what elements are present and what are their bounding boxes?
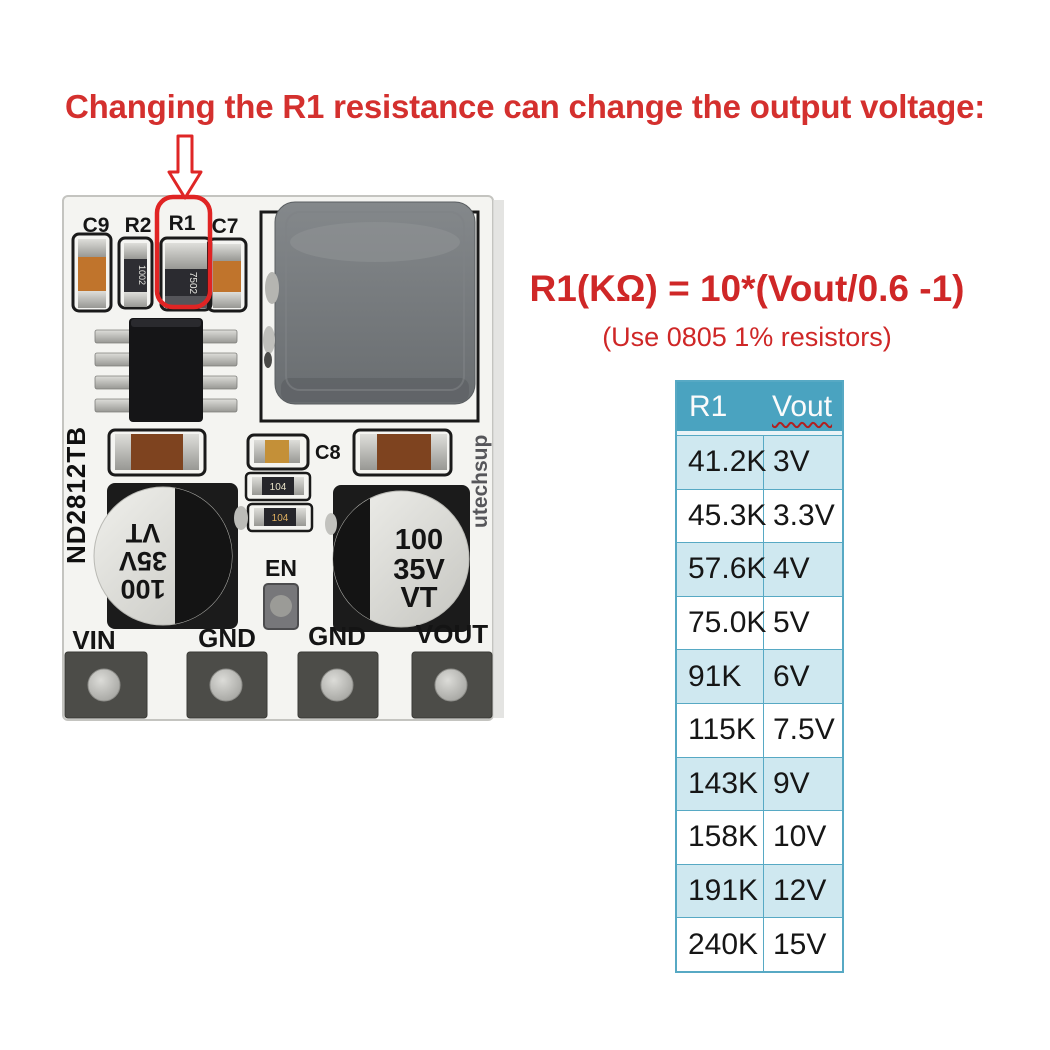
solder-blob: [265, 272, 279, 304]
solder-blob: [263, 326, 275, 354]
table-cell-r1: 240K: [677, 918, 764, 971]
silkscreen-en-label: EN: [265, 555, 297, 581]
silkscreen-c8-label: C8: [315, 442, 341, 464]
table-header-r1: R1: [689, 389, 728, 423]
capacitor-c9: [78, 239, 106, 308]
cap-left-line2: 35V: [119, 546, 167, 576]
down-arrow-icon: [167, 134, 203, 200]
formula-main: R1(KΩ) = 10*(Vout/0.6 -1): [529, 268, 965, 309]
photo-edge-shade: [493, 200, 504, 718]
table-cell-r1: 191K: [677, 864, 764, 918]
solder-smudge: [264, 352, 272, 368]
table-cell-vout: 12V: [773, 874, 827, 908]
inductor: [259, 201, 480, 423]
pin-label-vin: VIN: [72, 625, 115, 655]
table-cell-r1: 91K: [677, 650, 764, 703]
table-cell-r1: 75.0K: [677, 596, 766, 650]
table-cell-r1: 41.2K: [677, 436, 766, 489]
r1-code: 7502: [187, 272, 198, 295]
mid-capacitor-left: [107, 428, 207, 477]
cap-right-line1: 100: [395, 524, 443, 556]
table-cell-vout: 9V: [773, 766, 810, 800]
resistor-code: 104: [270, 482, 287, 493]
pin-label-vout: VOUT: [416, 619, 488, 649]
pin-label-gnd2: GND: [308, 621, 366, 651]
electrolytic-cap-right: 100 35V VT: [332, 485, 470, 632]
cap-right-line2: 35V: [393, 554, 445, 586]
table-cell-vout: 4V: [773, 552, 810, 586]
pcb-photo: C9 R2 R1 C7 1002: [45, 128, 510, 728]
table-cell-r1: 158K: [677, 811, 764, 864]
table-row: 143K 9V: [677, 756, 842, 811]
table-cell-r1: 115K: [677, 703, 764, 757]
pad-vout: [411, 651, 493, 719]
formula-note: (Use 0805 1% resistors): [602, 322, 892, 352]
table-header-vout-text: Vout: [772, 389, 833, 423]
cap-right-line3: VT: [400, 582, 437, 614]
pin-label-gnd1: GND: [198, 623, 256, 653]
board-name-label: ND2812TB: [61, 426, 91, 564]
table-cell-vout: 7.5V: [773, 713, 835, 747]
table-cell-vout: 6V: [773, 659, 810, 693]
mid-capacitor-center: [246, 433, 310, 471]
pad-vin: [64, 651, 148, 719]
capacitor-c7: [213, 244, 241, 308]
solder-blob: [325, 513, 337, 535]
silkscreen-c9-label: C9: [83, 214, 110, 237]
resistor-r2: 1002: [124, 243, 147, 307]
table-cell-vout: 3V: [773, 445, 810, 479]
electrolytic-cap-left: 100 35V VT: [93, 483, 238, 629]
mid-capacitor-right: [352, 428, 453, 477]
c9-outline: [71, 232, 113, 313]
table-row: 158K 10V: [677, 810, 842, 864]
silkscreen-c7-label: C7: [212, 215, 239, 238]
table-header-row: R1 Vout: [677, 382, 842, 435]
cap-left-line3: VT: [125, 518, 160, 548]
pad-gnd1: [186, 651, 268, 719]
watermark-label: utechsup: [469, 435, 492, 528]
resistor-104-a: 104: [244, 471, 312, 502]
page-title: Changing the R1 resistance can change th…: [64, 88, 986, 125]
resistor-104-b: 104: [246, 502, 314, 533]
table-cell-r1: 57.6K: [677, 543, 766, 596]
resistor-code: 104: [272, 513, 289, 524]
table-row: 240K 15V: [677, 917, 842, 971]
pad-gnd2: [297, 651, 379, 719]
table-row: 91K 6V: [677, 649, 842, 703]
table-cell-vout: 15V: [773, 927, 827, 961]
solder-blob: [234, 506, 248, 530]
table-cell-vout: 5V: [773, 606, 810, 640]
en-pad: [263, 583, 299, 630]
table-header-vout: Vout: [764, 390, 832, 424]
resistor-r1: 7502: [165, 243, 207, 308]
table-row: 115K 7.5V: [677, 702, 842, 757]
table-row: 191K 12V: [677, 863, 842, 918]
cap-left-line1: 100: [120, 574, 165, 604]
table-cell-r1: 143K: [677, 757, 764, 811]
table-cell-vout: 10V: [773, 820, 827, 854]
silkscreen-r2-label: R2: [125, 214, 152, 237]
ic-soic8: [94, 318, 238, 422]
table-cell-r1: 45.3K: [677, 489, 766, 543]
silkscreen-r1-label: R1: [169, 212, 196, 235]
r2-outline: [117, 236, 154, 310]
pcb-photo-svg: C9 R2 R1 C7 1002: [61, 134, 504, 721]
r2-code: 1002: [137, 265, 147, 285]
table-cell-vout: 3.3V: [773, 498, 835, 532]
